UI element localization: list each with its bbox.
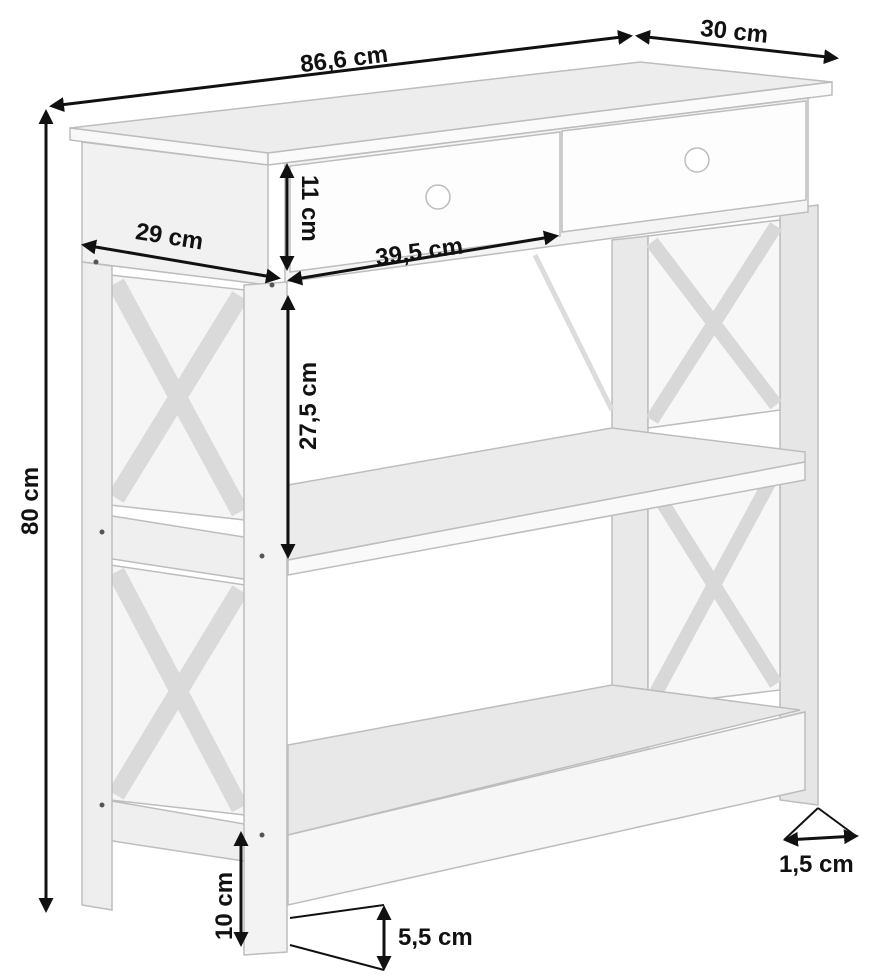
bottom-shelf	[287, 684, 801, 836]
front-left-leg	[81, 261, 113, 911]
left-drawer-knob	[425, 184, 451, 210]
height-label: 80 cm	[17, 467, 44, 535]
left-side-upper-panel	[81, 141, 269, 286]
depth-line	[635, 29, 839, 65]
right-drawer-knob	[684, 147, 710, 173]
right-x-frame	[645, 219, 783, 707]
left-x-frame	[105, 274, 251, 863]
leg-thickness-label: 1,5 cm	[779, 851, 854, 878]
leg-clearance-label: 10 cm	[211, 872, 238, 940]
leg-width-guide-bottom	[289, 944, 385, 971]
shelf-spacing-label: 27,5 cm	[295, 362, 322, 450]
leg-thickness-guide-left	[783, 807, 819, 841]
leg-width-label: 5,5 cm	[398, 924, 473, 951]
leg-thickness-guide-right	[817, 807, 857, 837]
leg-thickness-line	[783, 829, 859, 847]
table-top-side-edge	[267, 81, 833, 166]
width-label: 86,6 cm	[299, 41, 390, 79]
front-right-leg	[243, 281, 288, 956]
right-drawer	[561, 100, 807, 233]
console-table	[69, 61, 833, 956]
back-brace	[532, 253, 615, 412]
drawer-height-label: 11 cm	[296, 175, 323, 242]
leg-width-guide-top	[289, 904, 385, 919]
drawer-width-line	[287, 230, 559, 286]
width-line	[49, 29, 633, 113]
bottom-apron	[287, 711, 806, 906]
middle-shelf-edge	[287, 461, 806, 576]
side-depth-line	[81, 239, 281, 284]
dimension-lines	[38, 29, 859, 971]
